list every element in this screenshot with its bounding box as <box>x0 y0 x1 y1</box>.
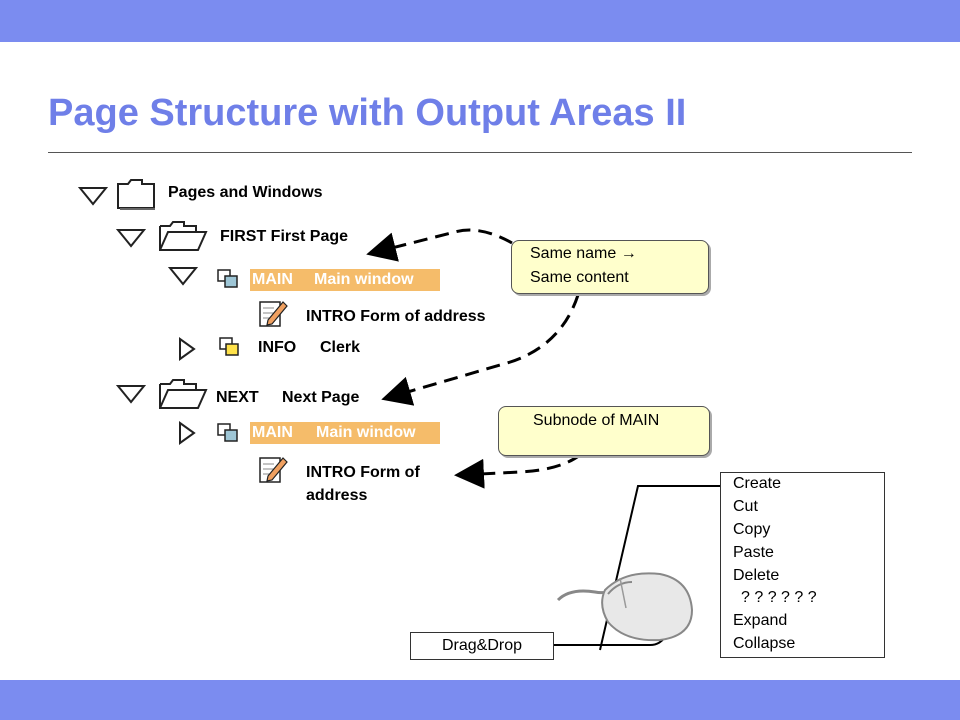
tree-intro-2-line2: address <box>306 487 368 504</box>
menu-item-delete[interactable]: Delete <box>733 567 780 584</box>
same-name-callout: Same name → Same content <box>511 240 709 294</box>
info-desc: Clerk <box>320 339 361 356</box>
tree-intro-1[interactable]: INTRO Form of address <box>306 308 486 325</box>
menu-item-expand[interactable]: Expand <box>733 612 788 629</box>
window-node-icon <box>217 269 238 288</box>
menu-item-cut[interactable]: Cut <box>733 498 758 515</box>
main-window-desc: Main window <box>316 424 416 441</box>
menu-item-collapse[interactable]: Collapse <box>733 635 796 652</box>
main-window-node-2[interactable]: MAIN Main window <box>250 422 440 444</box>
context-menu: Create Cut Copy Paste Delete ? ? ? ? ? ?… <box>720 472 885 658</box>
edit-document-icon <box>259 457 288 483</box>
menu-item-paste[interactable]: Paste <box>733 544 774 561</box>
main-window-desc: Main window <box>314 271 414 288</box>
window-node-icon <box>217 423 238 442</box>
tree-first-page[interactable]: FIRST First Page <box>220 228 349 245</box>
main-window-name: MAIN <box>252 424 293 441</box>
bottom-band <box>0 680 960 720</box>
tree-intro-2-line1[interactable]: INTRO Form of <box>306 464 420 481</box>
same-name-line1: Same name → <box>530 245 637 262</box>
window-node-icon <box>219 337 239 356</box>
collapse-triangle-icon[interactable] <box>78 186 108 206</box>
collapse-triangle-icon[interactable] <box>168 266 198 286</box>
menu-item-copy[interactable]: Copy <box>733 521 771 538</box>
subnode-text: Subnode of MAIN <box>533 412 660 429</box>
menu-item-create[interactable]: Create <box>733 475 782 492</box>
collapse-triangle-icon[interactable] <box>116 228 146 248</box>
next-name[interactable]: NEXT <box>216 389 259 406</box>
mouse-icon <box>556 572 694 642</box>
subnode-callout: Subnode of MAIN <box>498 406 710 456</box>
main-window-node-1[interactable]: MAIN Main window <box>250 269 440 291</box>
top-band <box>0 0 960 42</box>
menu-item-more[interactable]: ? ? ? ? ? ? <box>741 589 817 606</box>
edit-document-icon <box>259 301 288 327</box>
tree-root-label: Pages and Windows <box>168 184 323 201</box>
main-window-name: MAIN <box>252 271 293 288</box>
collapse-triangle-icon[interactable] <box>116 384 146 404</box>
info-name[interactable]: INFO <box>258 339 297 356</box>
drag-drop-label: Drag&Drop <box>410 632 554 660</box>
folder-open-icon <box>159 221 208 251</box>
slide-title: Page Structure with Output Areas II <box>48 92 687 134</box>
next-desc: Next Page <box>282 389 360 406</box>
expand-triangle-icon[interactable] <box>178 421 196 445</box>
folder-open-icon <box>159 379 208 409</box>
expand-triangle-icon[interactable] <box>178 337 196 361</box>
same-name-line2: Same content <box>530 269 629 286</box>
folder-closed-icon <box>117 179 155 210</box>
title-divider <box>48 152 912 153</box>
